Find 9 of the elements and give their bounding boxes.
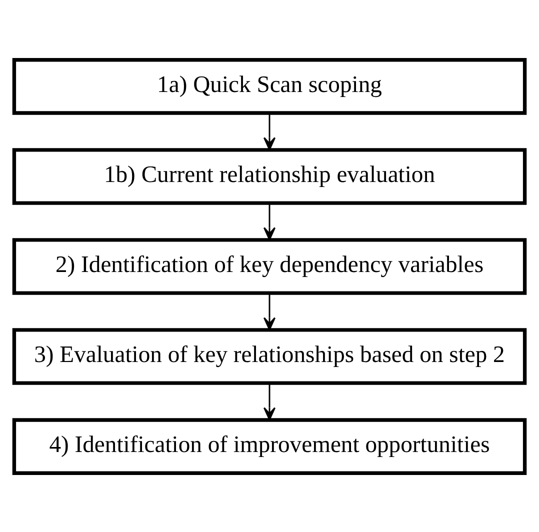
arrow (263, 202, 276, 240)
arrow (263, 112, 276, 150)
arrow (263, 382, 276, 420)
node-box: 2) Identification of key dependency variables (12, 238, 527, 294)
node-box: 4) Identification of improvement opportunities (12, 418, 527, 474)
node-box: 1a) Quick Scan scoping (12, 58, 527, 114)
node-box: 1b) Current relationship evaluation (12, 148, 527, 204)
arrow (263, 292, 276, 330)
node-box: 3) Evaluation of key relationships based on step 2 (12, 328, 527, 384)
